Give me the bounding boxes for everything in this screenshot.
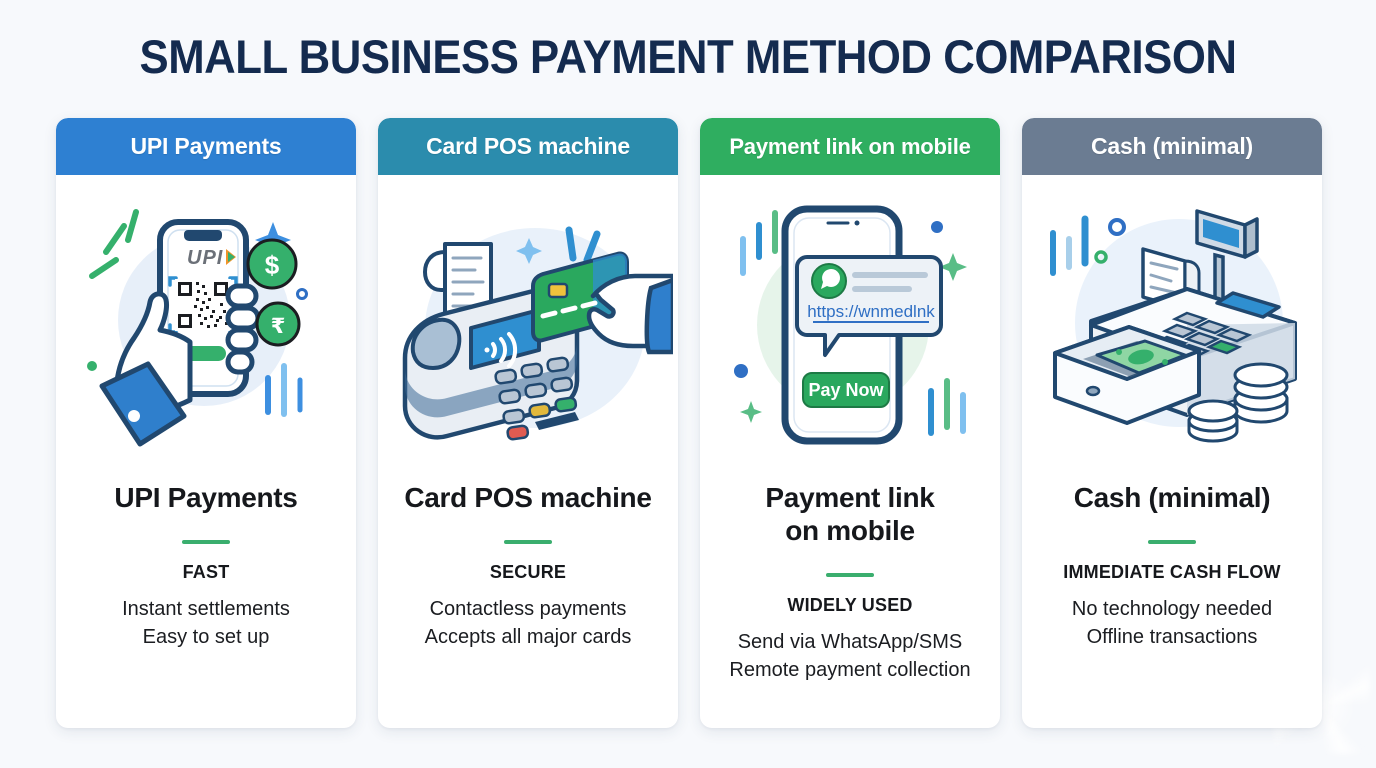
card-cash-minimal[interactable]: Cash (minimal)	[1022, 118, 1322, 728]
card-feature-payment-link-1: Send via WhatsApp/SMS	[737, 631, 963, 654]
card-header-payment-link: Payment link on mobile	[700, 118, 1000, 175]
card-feature-payment-link-2: Remote payment collection	[729, 659, 971, 682]
card-body-cash: Cash (minimal) IMMEDIATE CASH FLOW No te…	[1022, 475, 1322, 728]
card-tag-cash: IMMEDIATE CASH FLOW	[1063, 562, 1281, 583]
page-title: SMALL BUSINESS PAYMENT METHOD COMPARISON	[139, 30, 1237, 83]
card-feature-upi-1: Instant settlements	[122, 598, 290, 621]
svg-text:₹: ₹	[271, 314, 286, 338]
card-feature-pos-2: Accepts all major cards	[424, 626, 632, 649]
card-feature-cash-2: Offline transactions	[1086, 626, 1258, 649]
card-card-pos-machine[interactable]: Card POS machine	[378, 118, 678, 728]
card-name-cash: Cash (minimal)	[1073, 482, 1271, 513]
svg-text:UPI: UPI	[187, 247, 223, 269]
card-tag-upi: FAST	[182, 562, 230, 583]
card-upi-payments[interactable]: UPI Payments	[56, 118, 356, 728]
svg-text:$: $	[265, 250, 280, 280]
card-tag-payment-link: WIDELY USED	[787, 595, 913, 616]
card-feature-cash-1: No technology needed	[1071, 598, 1273, 621]
card-tag-pos: SECURE	[489, 562, 567, 583]
illustration-cash-register-open-drawer	[1022, 175, 1322, 475]
card-name-upi: UPI Payments	[114, 482, 298, 513]
illustration-hand-holding-phone-upi-qr: UPI	[56, 175, 356, 475]
card-header-pos: Card POS machine	[378, 118, 678, 175]
illustration-phone-whatsapp-payment-link: https://wnmedlnk Pay Now	[700, 175, 1000, 475]
card-header-cash: Cash (minimal)	[1022, 118, 1322, 175]
card-feature-pos-1: Contactless payments	[429, 598, 627, 621]
card-header-upi: UPI Payments	[56, 118, 356, 175]
illustration-pos-terminal-contactless-card	[378, 175, 678, 475]
card-divider-payment-link	[826, 573, 874, 578]
card-body-pos: Card POS machine SECURE Contactless paym…	[378, 475, 678, 728]
comparison-card-grid: UPI Payments	[56, 118, 1322, 728]
card-payment-link-on-mobile[interactable]: Payment link on mobile	[700, 118, 1000, 728]
card-feature-upi-2: Easy to set up	[142, 626, 270, 649]
card-name-pos: Card POS machine	[404, 482, 652, 513]
card-body-upi: UPI Payments FAST Instant settlements Ea…	[56, 475, 356, 728]
card-divider-cash	[1148, 540, 1196, 545]
payment-link-url: https://wnmedlnk	[807, 302, 935, 321]
pay-now-button-label: Pay Now	[808, 380, 884, 400]
card-divider-pos	[504, 540, 552, 545]
card-divider-upi	[182, 540, 230, 545]
